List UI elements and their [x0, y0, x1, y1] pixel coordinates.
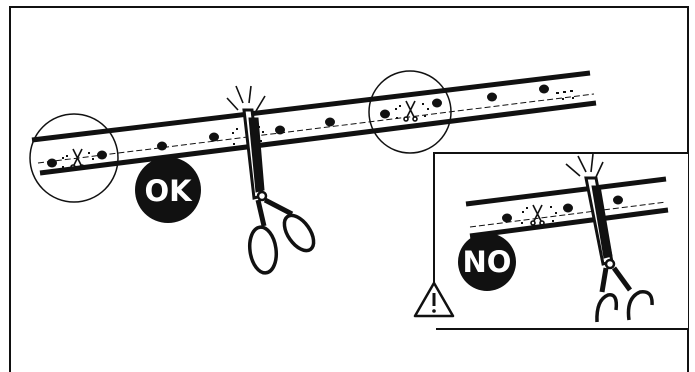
wrong-cut-inset: NO [433, 152, 688, 330]
ok-badge: OK [135, 157, 201, 223]
led-strip-inset [465, 176, 669, 239]
scissors-icon [565, 153, 654, 323]
cut-mark-icon [530, 204, 545, 226]
cut-mark-icon [403, 100, 418, 122]
strip-end-components [556, 90, 574, 100]
warning-triangle-icon [413, 281, 455, 318]
cut-spark [226, 85, 266, 112]
led-dots [157, 84, 549, 151]
cut-mark-icon [70, 148, 85, 170]
cut-point-left [29, 113, 119, 203]
cut-spark [565, 153, 604, 178]
cut-point-right [368, 70, 452, 154]
led-strip-main [31, 70, 597, 176]
scissors-icon [226, 85, 316, 275]
no-badge-label: NO [463, 245, 512, 279]
no-badge: NO [458, 233, 516, 291]
ok-badge-label: OK [144, 174, 193, 208]
